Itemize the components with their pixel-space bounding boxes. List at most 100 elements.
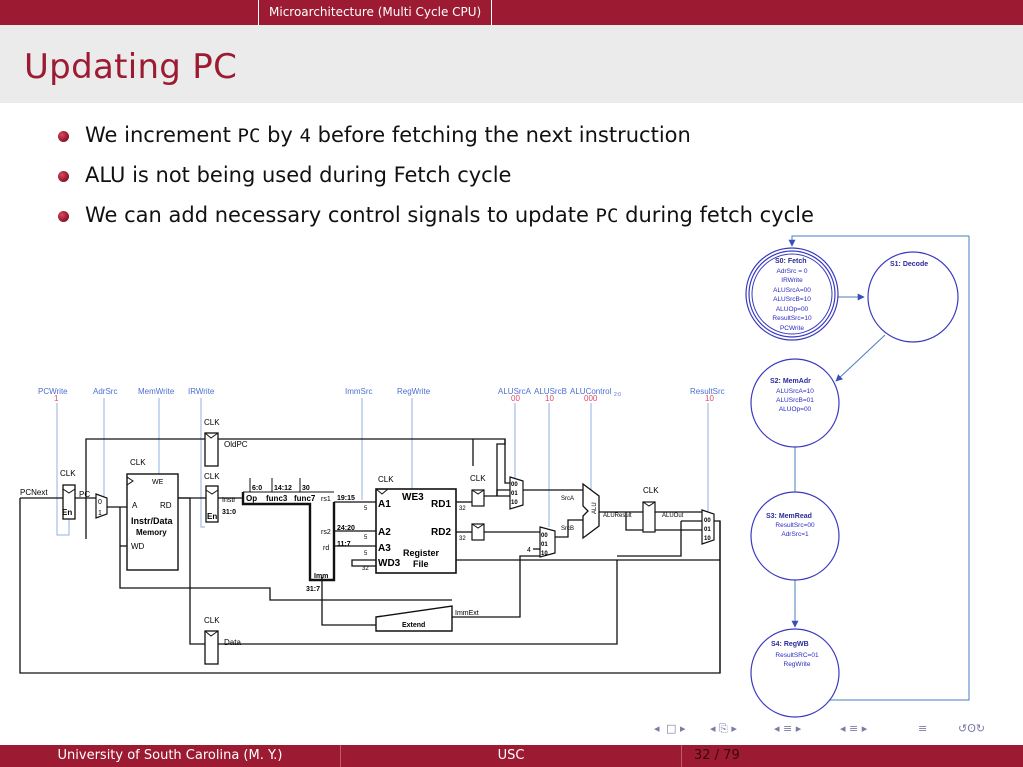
search-icon[interactable]: ↺ʘ↻ bbox=[958, 722, 986, 735]
oldpc-label: OldPC bbox=[224, 440, 248, 449]
mem-a-label: A bbox=[132, 501, 138, 510]
section-title[interactable]: Microarchitecture (Multi Cycle CPU) bbox=[258, 0, 493, 25]
rd-label: rd bbox=[323, 545, 329, 552]
fsm-s0-action: ALUSrcB=10 bbox=[773, 296, 811, 303]
irwrite-label: IRWrite bbox=[188, 387, 215, 396]
srcb-mux: 00 01 10 4 SrcB bbox=[527, 526, 574, 558]
frame-icon[interactable]: □ bbox=[666, 722, 677, 735]
bullet-text: during fetch cycle bbox=[618, 203, 814, 227]
bits-30-label: 30 bbox=[302, 485, 310, 492]
right-arrow-icon[interactable]: ▸ bbox=[680, 722, 686, 735]
mux-input-label: 00 bbox=[511, 482, 518, 488]
adrsrc-mux: 0 1 bbox=[95, 493, 108, 519]
bullet-text: by bbox=[260, 123, 300, 147]
data-label: Data bbox=[224, 638, 241, 647]
alucontrol-subscript: 2:0 bbox=[614, 392, 621, 398]
left-arrow-icon[interactable]: ◂ bbox=[654, 722, 660, 735]
instr-data-memory: CLK WE A RD Instr/Data Memory WD bbox=[126, 458, 179, 571]
data-clk-label: CLK bbox=[204, 616, 220, 625]
ir-clk-label: CLK bbox=[204, 472, 220, 481]
rf-rd1-label: RD1 bbox=[431, 499, 451, 510]
instr-label: Instr bbox=[222, 497, 236, 504]
ab-registers: CLK bbox=[470, 474, 486, 541]
result-mux: 00 01 10 bbox=[701, 509, 715, 545]
mux-input-label: 01 bbox=[511, 491, 518, 497]
bullet-list: We increment PC by 4 before fetching the… bbox=[58, 118, 958, 238]
header-bar: Microarchitecture (Multi Cycle CPU) bbox=[0, 0, 1023, 25]
resultsrc-value: 10 bbox=[705, 394, 714, 403]
pcwrite-value: 1 bbox=[54, 394, 59, 403]
page-number: 32 / 79 bbox=[694, 748, 740, 763]
subsection-icon[interactable]: ◂ ⎘ ▸ bbox=[710, 722, 737, 735]
control-signals: PCWrite 1 AdrSrc MemWrite IRWrite ImmSrc… bbox=[38, 387, 725, 403]
rf-title: Register bbox=[403, 548, 440, 558]
bullet-icon bbox=[58, 211, 69, 222]
mux-input-label: 1 bbox=[98, 510, 102, 517]
extend-label: Extend bbox=[402, 622, 425, 629]
mux-input-label: 00 bbox=[541, 533, 548, 539]
bits-14-12-label: 14:12 bbox=[274, 485, 292, 492]
section-icon[interactable]: ◂ ≡ ▸ bbox=[774, 722, 802, 735]
fsm-s0-action: IRWrite bbox=[781, 277, 803, 284]
constant-four-label: 4 bbox=[527, 547, 531, 554]
mux-input-label: 01 bbox=[704, 527, 711, 533]
slide-title: Updating PC bbox=[24, 47, 238, 87]
immext-label: ImmExt bbox=[455, 610, 479, 617]
datapath-wires bbox=[19, 438, 721, 674]
rf-subtitle: File bbox=[413, 559, 429, 569]
mux-input-label: 0 bbox=[98, 499, 102, 506]
resultsrc-label: ResultSrc bbox=[690, 387, 725, 396]
fsm-s4-action: RegWrite bbox=[784, 661, 811, 668]
bus-width-label: 5 bbox=[364, 551, 368, 557]
bullet-item: We can add necessary control signals to … bbox=[58, 198, 958, 238]
oldpc-clk-label: CLK bbox=[204, 418, 220, 427]
mem-wd-label: WD bbox=[131, 542, 145, 551]
data-register: CLK Data bbox=[204, 616, 241, 665]
regwrite-label: RegWrite bbox=[397, 387, 431, 396]
ir-en-label: En bbox=[207, 512, 217, 521]
mux-input-label: 10 bbox=[541, 551, 548, 557]
bus-width-label: 5 bbox=[364, 506, 368, 512]
rf-a1-label: A1 bbox=[378, 499, 391, 510]
pcwrite-label: PCWrite bbox=[38, 387, 68, 396]
bullet-text: We can add necessary control signals to … bbox=[85, 203, 596, 227]
instr-register: CLK En Instr 31:0 bbox=[204, 472, 236, 523]
fsm-s4-action: ResultSRC=01 bbox=[775, 652, 819, 659]
align-icon[interactable]: ≡ bbox=[918, 722, 928, 735]
rf-a3-label: A3 bbox=[378, 543, 391, 554]
srca-mux: 00 01 10 SrcA bbox=[509, 476, 574, 510]
fsm-s3-action: AdrSrc=1 bbox=[781, 531, 809, 538]
adrsrc-label: AdrSrc bbox=[93, 387, 117, 396]
fsm-s0-action: ALUOp=00 bbox=[776, 306, 809, 313]
mem-rd-label: RD bbox=[160, 501, 172, 510]
navigation-bar: ◂ □ ▸ ◂ ⎘ ▸ ◂ ≡ ▸ ◂ ≡ ▸ ≡ ↺ʘ↻ bbox=[654, 722, 1023, 738]
bits-24-20-label: 24:20 bbox=[337, 525, 355, 532]
bullet-text: ALU is not being used during Fetch cycle bbox=[85, 163, 512, 187]
srca-label: SrcA bbox=[561, 496, 574, 502]
ab-clk-label: CLK bbox=[470, 474, 486, 483]
op-label: Op bbox=[246, 494, 257, 503]
bullet-item: We increment PC by 4 before fetching the… bbox=[58, 118, 958, 158]
code-text: PC bbox=[237, 125, 261, 147]
rf-a2-label: A2 bbox=[378, 527, 391, 538]
fsm-state-s4-name: S4: RegWB bbox=[771, 641, 809, 648]
pcnext-label: PCNext bbox=[20, 488, 48, 497]
footer-author: University of South Carolina (M. Y.) bbox=[57, 748, 283, 763]
fsm-state-s2-name: S2: MemAdr bbox=[770, 378, 811, 385]
imm-label: Imm bbox=[314, 573, 328, 580]
rs1-label: rs1 bbox=[321, 496, 331, 503]
bullet-item: ALU is not being used during Fetch cycle bbox=[58, 158, 958, 198]
rf-we3-label: WE3 bbox=[402, 492, 424, 503]
oldpc-register: CLK OldPC bbox=[204, 418, 248, 467]
mux-input-label: 00 bbox=[704, 518, 711, 524]
pc-clk-label: CLK bbox=[60, 469, 76, 478]
bits-31-0-label: 31:0 bbox=[222, 509, 236, 516]
rf-rd2-label: RD2 bbox=[431, 527, 451, 538]
fsm-s0-action: PCWrite bbox=[780, 325, 804, 332]
rf-wd3-label: WD3 bbox=[378, 558, 401, 569]
pc-register: CLK En PCNext PC bbox=[20, 469, 90, 520]
fsm-s0-action: ALUSrcA=00 bbox=[773, 287, 811, 294]
aluout-clk-label: CLK bbox=[643, 486, 659, 495]
subsection-nav-icon[interactable]: ◂ ≡ ▸ bbox=[840, 722, 868, 735]
footer-institution: USC bbox=[340, 745, 682, 767]
